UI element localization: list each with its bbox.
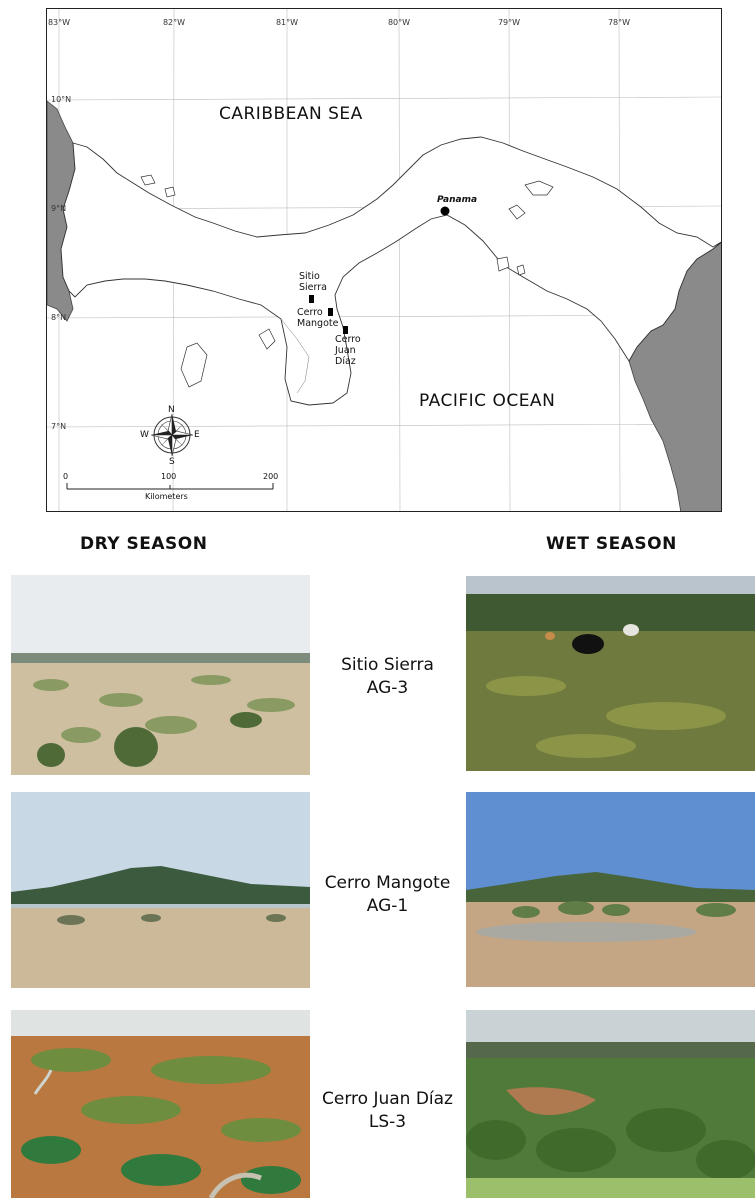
cerro-juan-diaz-label-line1: Cerro [335,334,361,345]
cerro-mangote-wet-photo [466,792,755,987]
compass-w-label: W [140,430,149,440]
panama-city-label: Panama [437,195,478,205]
lat-label-8n: 8°N [51,313,67,322]
cerro-juan-diaz-label-line2: Juan [335,345,356,356]
lat-label-7n: 7°N [51,422,67,431]
cerro-mangote-label-line2: Mangote [297,318,339,329]
dry-season-heading: DRY SEASON [80,534,208,554]
islands [140,174,554,388]
cerro-juan-diaz-label-line3: Díaz [335,356,356,367]
scale-mid-label: 100 [161,472,177,481]
caribbean-sea-label: CARIBBEAN SEA [219,104,363,124]
lon-label-78w: 78°W [607,18,631,27]
cerro-juan-diaz-dry-photo [11,1010,310,1198]
azuero-coast-detail [280,318,310,394]
pacific-ocean-label: PACIFIC OCEAN [419,391,556,411]
lon-label-82w: 82°W [162,18,186,27]
wet-season-heading: WET SEASON [546,534,677,554]
cerro-mangote-label-line1: Cerro [297,307,323,318]
compass-n-label: N [168,405,175,415]
lon-label-79w: 79°W [497,18,521,27]
sitio-sierra-marker [309,295,314,303]
sitio-sierra-label: Sitio Sierra [299,271,327,293]
scale-unit-label: Kilometers [145,492,188,501]
lon-label-81w: 81°W [275,18,299,27]
map-panel: 83°W 82°W 81°W 80°W 79°W 78°W 10°N 9°N 8… [46,8,722,512]
cerro-mangote-dry-photo [11,792,310,988]
cerro-mangote-marker [328,308,333,316]
lon-label-80w: 80°W [387,18,411,27]
cerro-mangote-code: AG-1 [366,896,409,916]
map-drawing [47,9,721,511]
lon-label-83w: 83°W [47,18,71,27]
cerro-juan-diaz-name: Cerro Juan Díaz [322,1089,453,1109]
scale-end-label: 200 [263,472,279,481]
sitio-sierra-label-line2: Sierra [299,282,327,293]
compass-s-label: S [169,457,175,467]
cerro-juan-diaz-label: Cerro Juan Díaz [335,334,361,367]
compass-e-label: E [194,430,200,440]
sitio-sierra-label-line1: Sitio [299,271,320,282]
sitio-sierra-code: AG-3 [366,678,409,698]
cerro-juan-diaz-wet-photo [466,1010,755,1198]
cerro-juan-diaz-caption: Cerro Juan Díaz LS-3 [310,1088,465,1134]
sitio-sierra-name: Sitio Sierra [341,655,434,675]
lat-label-9n: 9°N [51,204,67,213]
cerro-juan-diaz-code: LS-3 [368,1112,407,1132]
cerro-mangote-name: Cerro Mangote [324,873,451,893]
compass-rose-icon [150,413,194,457]
panama-land [60,136,721,406]
sitio-sierra-wet-photo [466,576,755,771]
lat-label-10n: 10°N [51,95,72,104]
scale-bar [66,483,274,490]
cerro-mangote-label: Cerro Mangote [297,307,338,329]
cerro-juan-diaz-marker [343,326,348,334]
cerro-mangote-caption: Cerro Mangote AG-1 [310,872,465,918]
scale-start-label: 0 [63,472,69,481]
sitio-sierra-caption: Sitio Sierra AG-3 [310,654,465,700]
panama-city-marker [440,206,450,216]
sitio-sierra-dry-photo [11,575,310,775]
